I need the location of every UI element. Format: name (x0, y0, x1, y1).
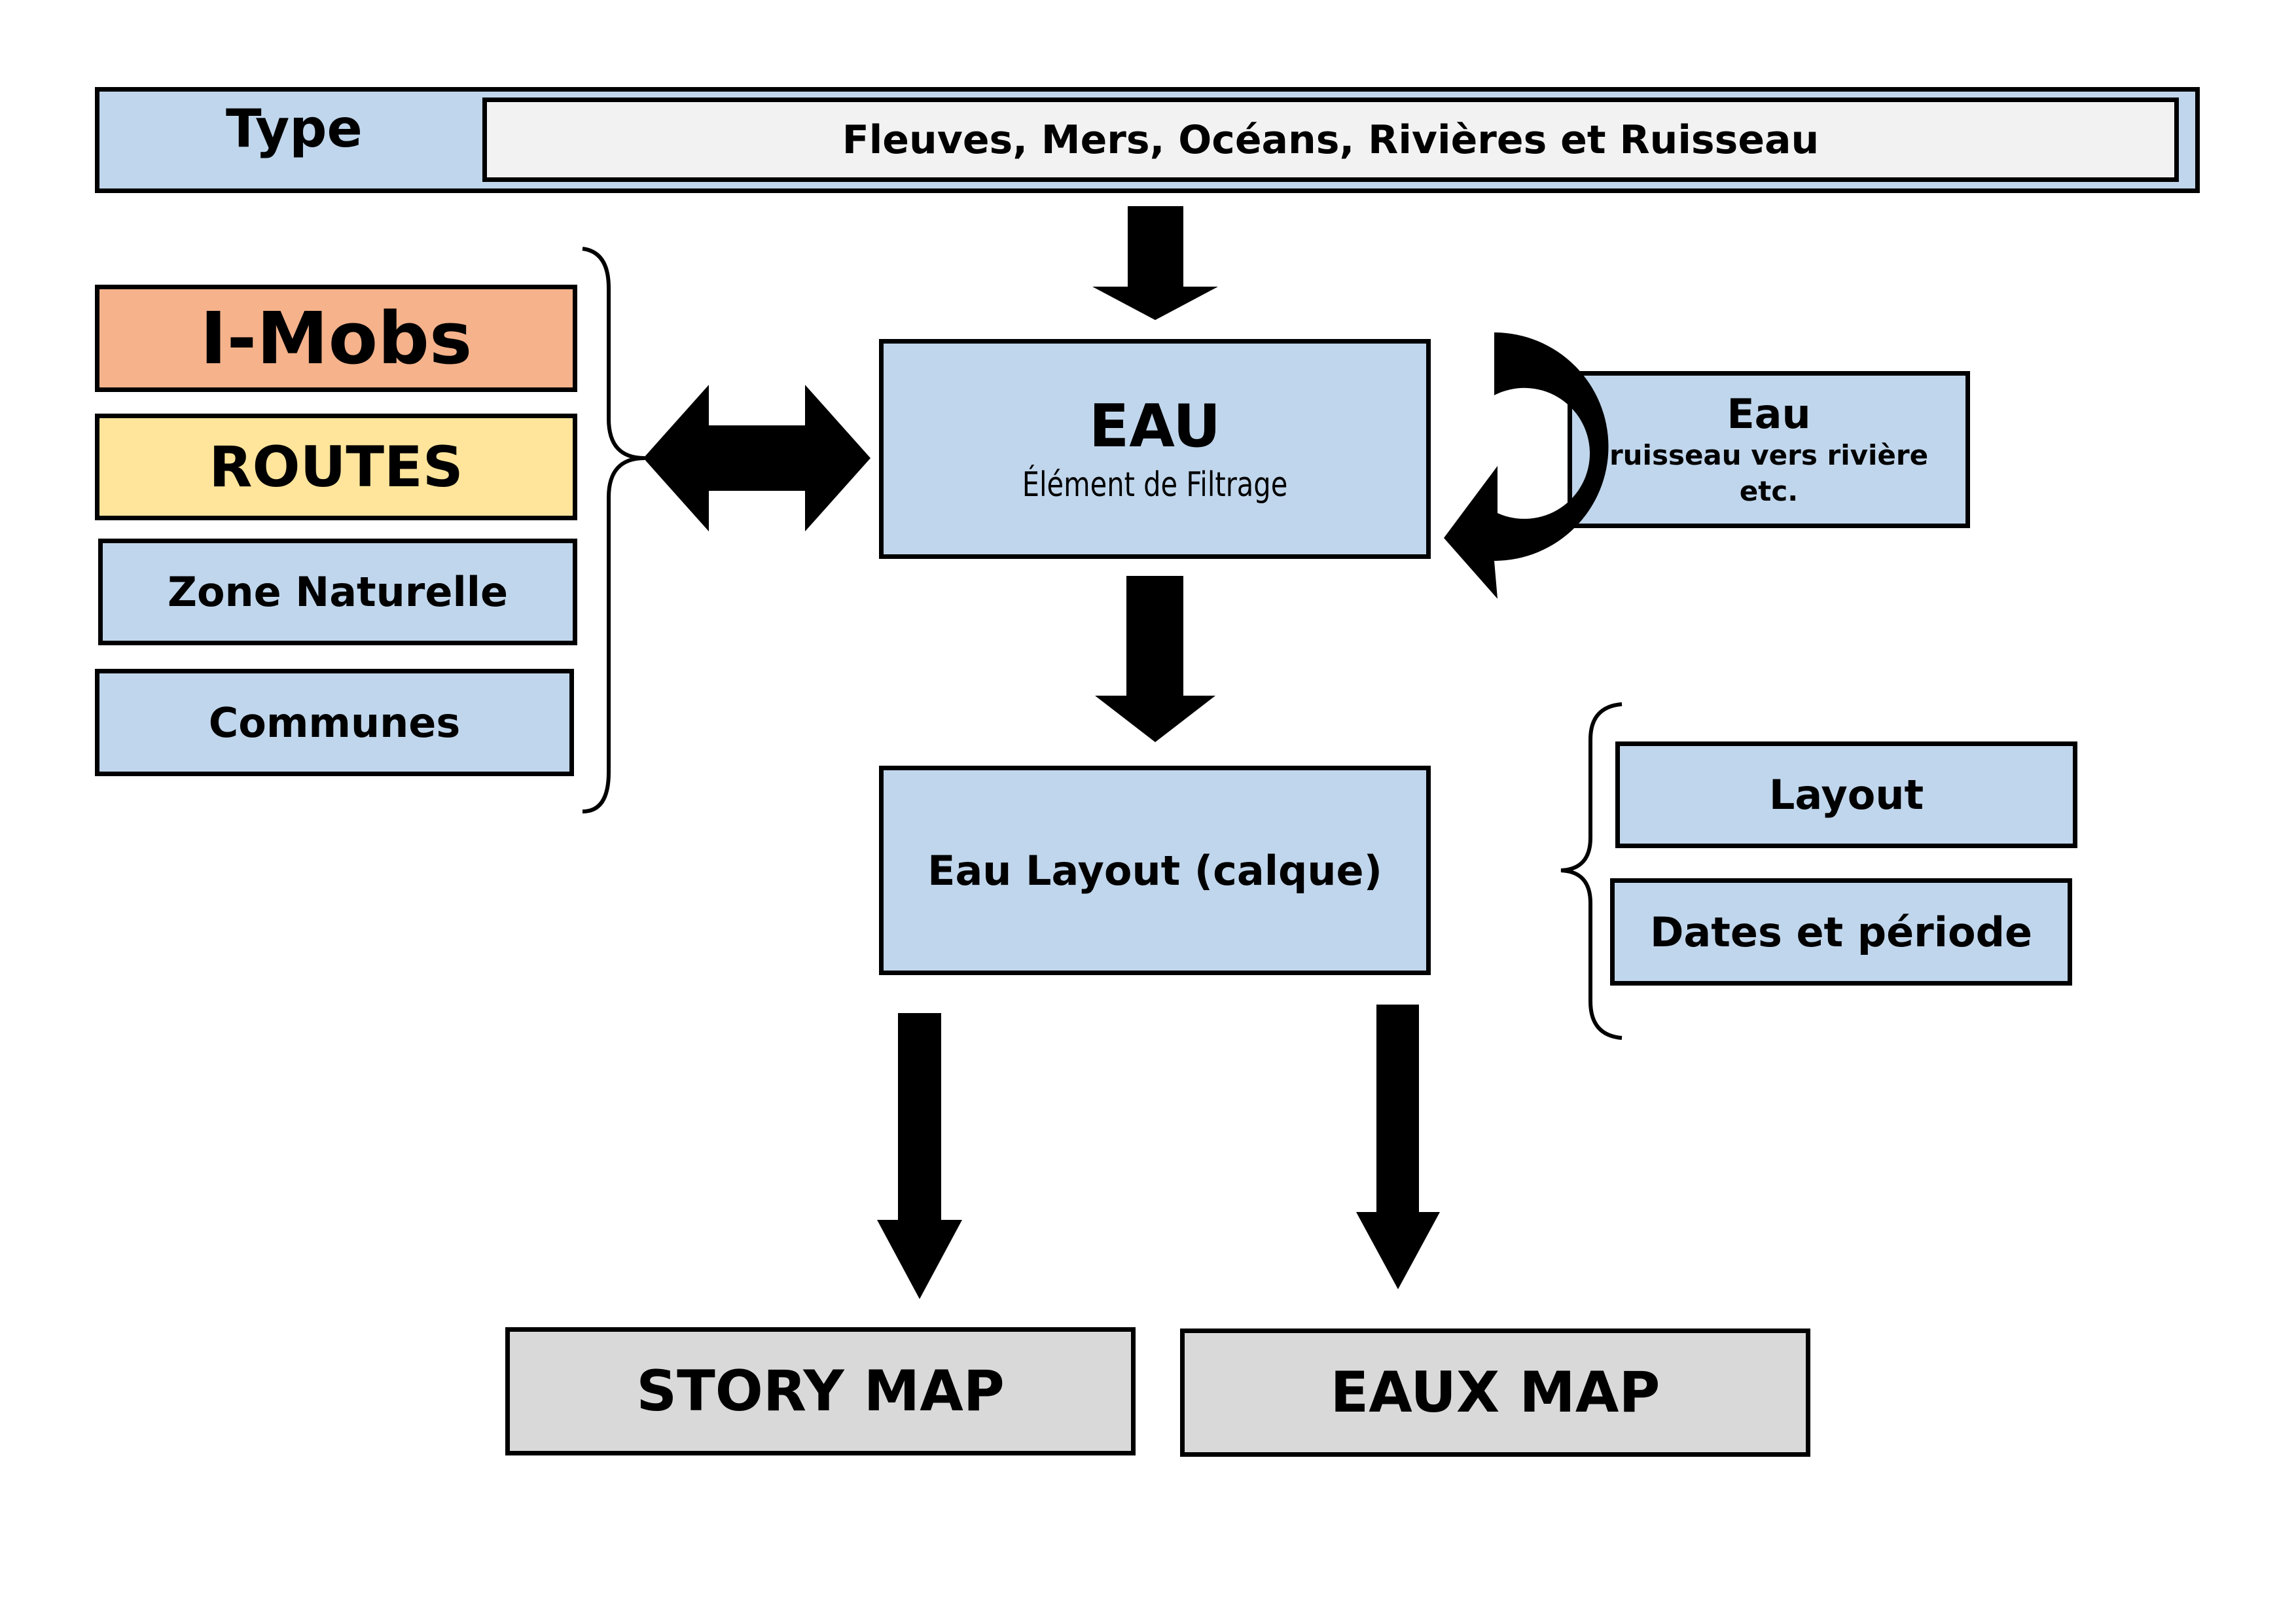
eau-filter-box: EAU Élément de Filtrage (879, 339, 1431, 559)
communes-box: Communes (95, 669, 574, 776)
arrow-down-header (1092, 206, 1218, 320)
story-map-box: STORY MAP (505, 1327, 1136, 1455)
eau-example-title: Eau (1727, 389, 1811, 438)
eaux-map-box: EAUX MAP (1180, 1329, 1810, 1457)
eau-subtitle: Élément de Filtrage (1022, 465, 1288, 505)
eau-layout-box: Eau Layout (calque) (879, 766, 1431, 975)
arrow-down-story-map (877, 1013, 962, 1299)
eau-example-box: Eau ruisseau vers rivière etc. (1568, 371, 1970, 528)
curved-feedback-arrow (1444, 332, 1609, 599)
routes-box: ROUTES (95, 414, 577, 520)
arrow-down-eau (1095, 576, 1215, 742)
type-value-field: Fleuves, Mers, Océans, Rivières et Ruiss… (482, 98, 2179, 182)
left-brace (582, 247, 645, 813)
layout-option-box: Layout (1615, 741, 2077, 848)
type-label: Type (226, 98, 363, 159)
eau-title: EAU (1088, 391, 1221, 461)
arrow-down-eaux-map (1356, 1005, 1440, 1289)
right-brace (1560, 702, 1623, 1040)
eau-example-text: ruisseau vers rivière etc. (1609, 438, 1929, 507)
dates-periode-box: Dates et période (1610, 878, 2072, 986)
arrow-double-left-right (643, 385, 870, 531)
imobs-box: I-Mobs (95, 285, 577, 392)
zone-naturelle-box: Zone Naturelle (98, 539, 577, 645)
